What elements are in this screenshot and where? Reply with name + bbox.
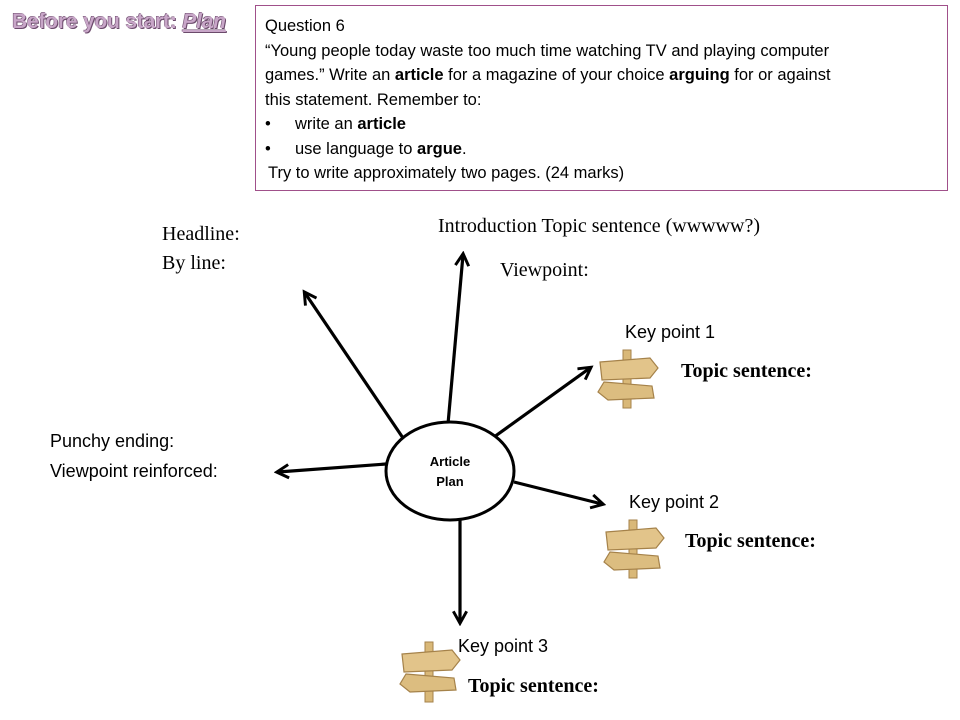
- question-bullet-2: • use language to argue.: [265, 137, 947, 162]
- page-title: Before you start: Plan: [12, 10, 226, 34]
- bullet-1-emphasis: article: [357, 115, 406, 133]
- signpost-icon: [603, 519, 665, 579]
- center-label: Article Plan: [414, 452, 486, 492]
- arrow-to-introduction: [446, 255, 463, 425]
- bullet-2-text: use language to: [295, 139, 418, 158]
- signpost-icon: [399, 641, 461, 703]
- question-line-2: games.” Write an article for a magazine …: [265, 63, 947, 88]
- ending-label-line-2: Viewpoint reinforced:: [50, 461, 218, 481]
- center-label-line-1: Article: [429, 454, 471, 469]
- bullet-2-emphasis: argue: [417, 139, 462, 158]
- question-line-2-part-e: for or against: [729, 66, 831, 84]
- question-closing: Try to write approximately two pages. (2…: [268, 164, 625, 182]
- question-line-2-part-c: for a magazine of your choice: [443, 66, 670, 84]
- question-line-3: this statement. Remember to:: [265, 90, 482, 109]
- byline-label: By line:: [162, 252, 226, 274]
- title-prefix: Before you start:: [12, 10, 183, 33]
- bullet-icon: •: [265, 115, 271, 133]
- question-line-1: “Young people today waste too much time …: [265, 41, 830, 60]
- headline-label: Headline:: [162, 223, 240, 245]
- key-point-1-topic: Topic sentence:: [681, 360, 812, 382]
- arrow-to-key-point-1: [493, 368, 590, 439]
- key-point-3-label: Key point 3: [458, 636, 549, 656]
- question-line-2-article: article: [394, 66, 444, 84]
- key-point-3-topic: Topic sentence:: [468, 675, 599, 697]
- ending-label-line-1: Punchy ending:: [50, 431, 175, 451]
- key-point-2-topic: Topic sentence:: [685, 530, 816, 552]
- viewpoint-label: Viewpoint:: [500, 259, 589, 281]
- arrow-to-ending: [278, 462, 387, 472]
- introduction-label: Introduction Topic sentence (wwwww?): [438, 215, 761, 237]
- key-point-2-label: Key point 2: [629, 492, 720, 512]
- key-point-1-label: Key point 1: [625, 322, 716, 342]
- bullet-icon: •: [265, 139, 271, 158]
- center-ellipse: [384, 420, 516, 522]
- question-bullet-1: • write an article: [265, 112, 947, 137]
- bullet-1-text: write an: [295, 115, 358, 133]
- bullet-2-end: .: [461, 139, 467, 158]
- arrow-to-key-point-2: [513, 480, 602, 504]
- question-line-2-arguing: arguing: [669, 66, 730, 84]
- center-label-line-2: Plan: [436, 474, 464, 489]
- signpost-icon: [597, 349, 659, 409]
- question-heading: Question 6: [265, 17, 345, 35]
- question-box: Question 6 “Young people today waste too…: [255, 5, 948, 191]
- arrow-to-headline: [305, 293, 405, 439]
- title-emphasis: Plan: [182, 10, 226, 33]
- question-line-2-part-a: games.” Write an: [265, 66, 395, 84]
